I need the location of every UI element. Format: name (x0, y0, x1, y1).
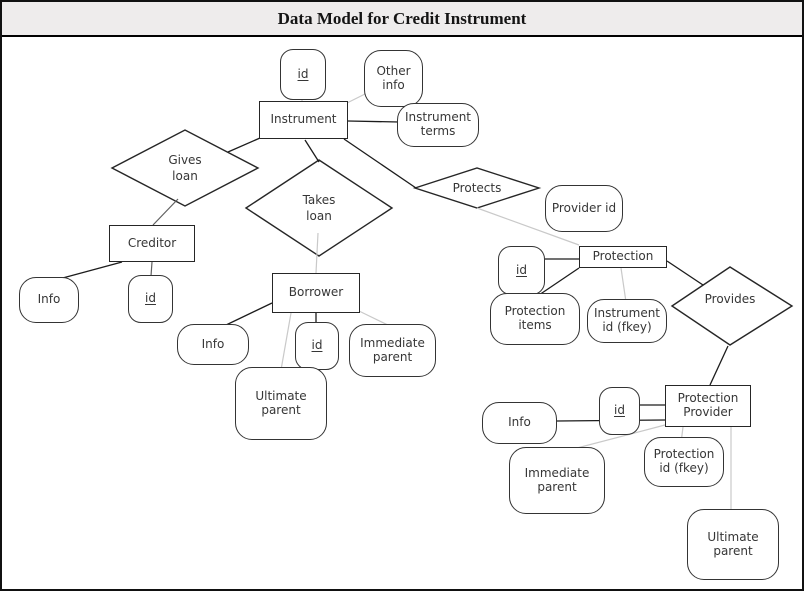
attribute-provider-ultimate-parent: Ultimate parent (687, 509, 779, 580)
attribute-borrower-info: Info (177, 324, 249, 365)
diagram-title: Data Model for Credit Instrument (277, 8, 527, 28)
attribute-creditor-id: id (128, 275, 173, 323)
edge-borrower-info (223, 302, 273, 327)
edge-protection-protection-items (538, 267, 580, 296)
edge-gives-loan-creditor (152, 198, 179, 226)
edge-instrument-protects (343, 138, 417, 189)
relationship-protects-label: Protects (452, 181, 502, 195)
entity-protection: Protection (579, 246, 667, 268)
edge-protection-provides (666, 260, 704, 286)
attribute-borrower-id: id (295, 322, 339, 370)
diamond-gives-loan (110, 129, 260, 207)
attribute-instrument-id: id (280, 49, 326, 100)
attribute-provider-id: Provider id (545, 185, 623, 232)
entity-protection-provider: Protection Provider (665, 385, 751, 427)
edge-creditor-id (150, 261, 153, 277)
attribute-provider-immediate-parent: Immediate parent (509, 447, 605, 514)
attribute-provider-info: Info (482, 402, 557, 444)
title-bar: Data Model for Credit Instrument (2, 2, 802, 37)
attribute-instrument-id-fkey: Instrument id (fkey) (587, 299, 667, 343)
attribute-borrower-immediate-parent: Immediate parent (349, 324, 436, 377)
entity-creditor: Creditor (109, 225, 195, 262)
attribute-borrower-ultimate-parent: Ultimate parent (235, 367, 327, 440)
attribute-other-info: Other info (364, 50, 423, 107)
diamond-protects (412, 167, 542, 209)
attribute-protection-items: Protection items (490, 293, 580, 345)
edge-provides-protection-provider (709, 345, 729, 386)
diamond-provides (670, 266, 794, 346)
attribute-provider-id-key: id (599, 387, 640, 435)
diamond-takes-loan (244, 159, 394, 257)
attribute-creditor-info: Info (19, 277, 79, 323)
entity-borrower: Borrower (272, 273, 360, 313)
attribute-instrument-terms: Instrument terms (397, 103, 479, 147)
relationship-takes-loan-label: Takes loan (302, 193, 336, 223)
edge-borrower-ultimate-parent (280, 312, 292, 371)
edge-protects-protection (476, 207, 580, 246)
relationship-provides-label: Provides (704, 292, 756, 306)
edge-instrument-instrument-terms (347, 120, 400, 123)
edge-instrument-gives-loan (227, 137, 261, 153)
edge-protection-instrument-id-fkey (620, 267, 627, 303)
attribute-protection-id: id (498, 246, 545, 295)
relationship-gives-loan-label: Gives loan (168, 153, 202, 183)
edge-creditor-info (58, 261, 123, 280)
edge-instrument-takes-loan (304, 139, 320, 163)
entity-instrument: Instrument (259, 101, 348, 139)
edge-takes-loan-borrower (315, 232, 319, 274)
attribute-protection-id-fkey: Protection id (fkey) (644, 437, 724, 487)
